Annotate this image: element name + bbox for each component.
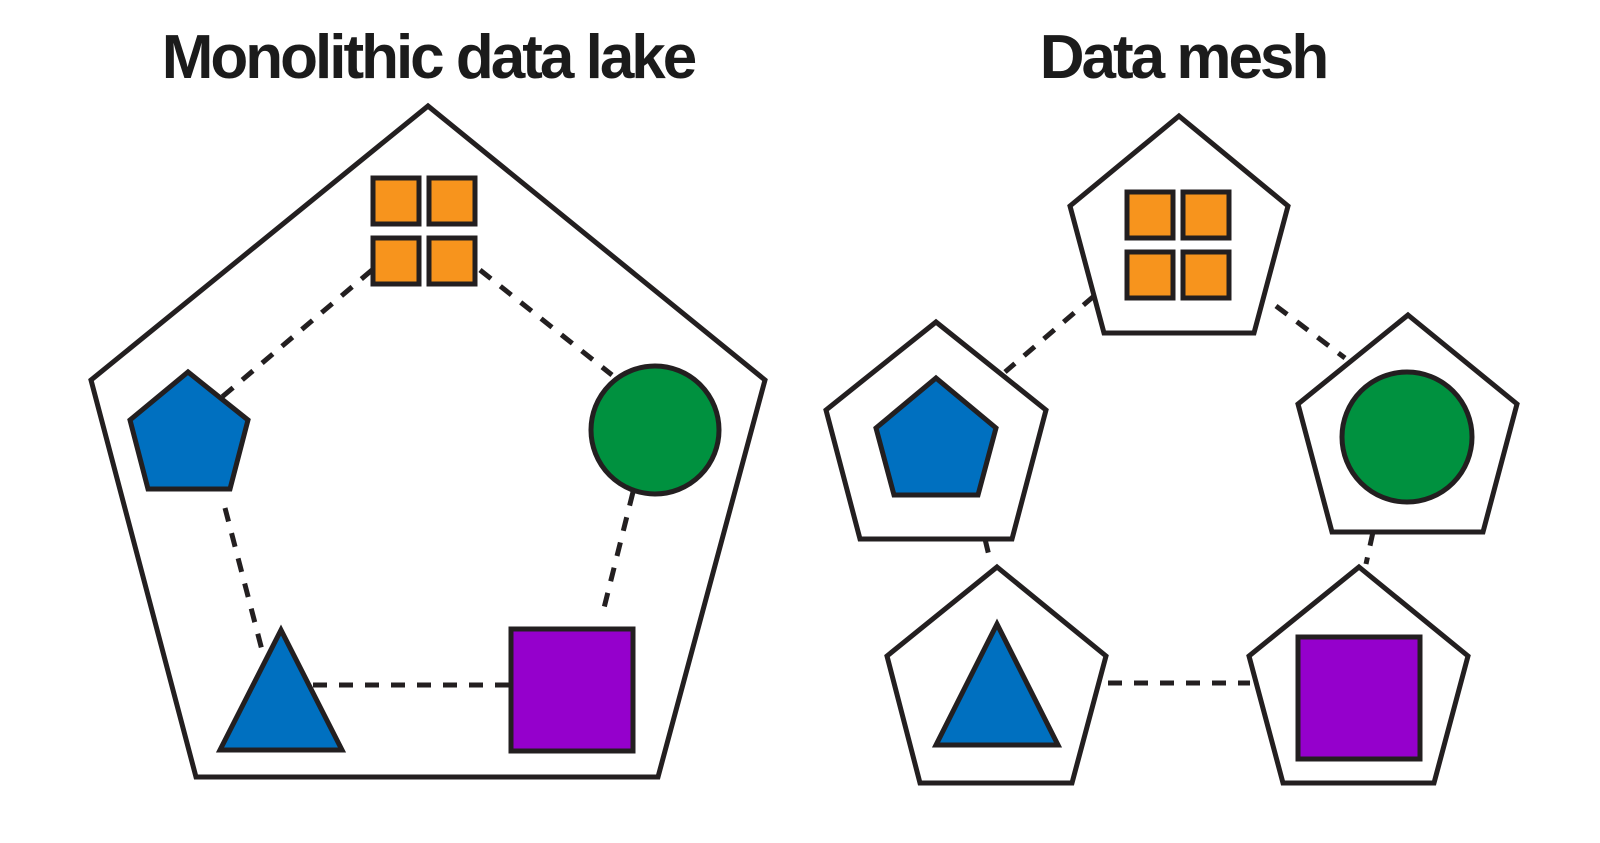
data-lake-boundary <box>88 102 768 780</box>
domain-boundary <box>1067 112 1291 336</box>
circle-domain-icon <box>1339 369 1475 505</box>
mesh-node-square <box>1246 563 1471 786</box>
monolithic-data-lake <box>88 102 768 780</box>
grid-cell-icon <box>426 175 478 227</box>
connection-grid-circle <box>1274 304 1347 360</box>
connection-grid-pentagon <box>1003 294 1096 374</box>
pentagon-domain-icon <box>127 368 251 492</box>
mesh-node-circle <box>1295 311 1520 535</box>
circle-domain-icon <box>588 363 722 497</box>
grid-cell-icon <box>1180 249 1232 301</box>
triangle-domain-icon <box>215 624 347 753</box>
grid-cell-icon <box>426 235 478 287</box>
mesh-node-pentagon <box>823 318 1049 542</box>
lake-connections <box>220 268 636 688</box>
connection-pentagon-triangle <box>982 538 993 561</box>
square-domain-icon <box>1295 634 1423 762</box>
monolithic-data-lake-title: Monolithic data lake <box>161 23 698 92</box>
data-mesh <box>823 112 1520 786</box>
grid-cell-icon <box>1124 249 1176 301</box>
connection-circle-square <box>1363 531 1376 565</box>
grid-cell-icon <box>1124 189 1176 241</box>
data-mesh-title: Data mesh <box>1039 23 1330 92</box>
grid-cell-icon <box>370 235 422 287</box>
mesh-node-triangle <box>884 563 1109 786</box>
connection-grid-pentagon <box>220 268 374 399</box>
grid-cell-icon <box>370 175 422 227</box>
connection-circle-square <box>600 491 636 613</box>
mesh-connections <box>982 294 1376 686</box>
square-domain-icon <box>508 626 636 754</box>
grid-cell-icon <box>1180 189 1232 241</box>
lake-grid-domain <box>370 175 478 287</box>
triangle-domain-icon <box>931 618 1063 748</box>
mesh-node-grid <box>1067 112 1291 336</box>
pentagon-domain-icon <box>873 374 999 498</box>
connection-grid-circle <box>478 268 614 377</box>
